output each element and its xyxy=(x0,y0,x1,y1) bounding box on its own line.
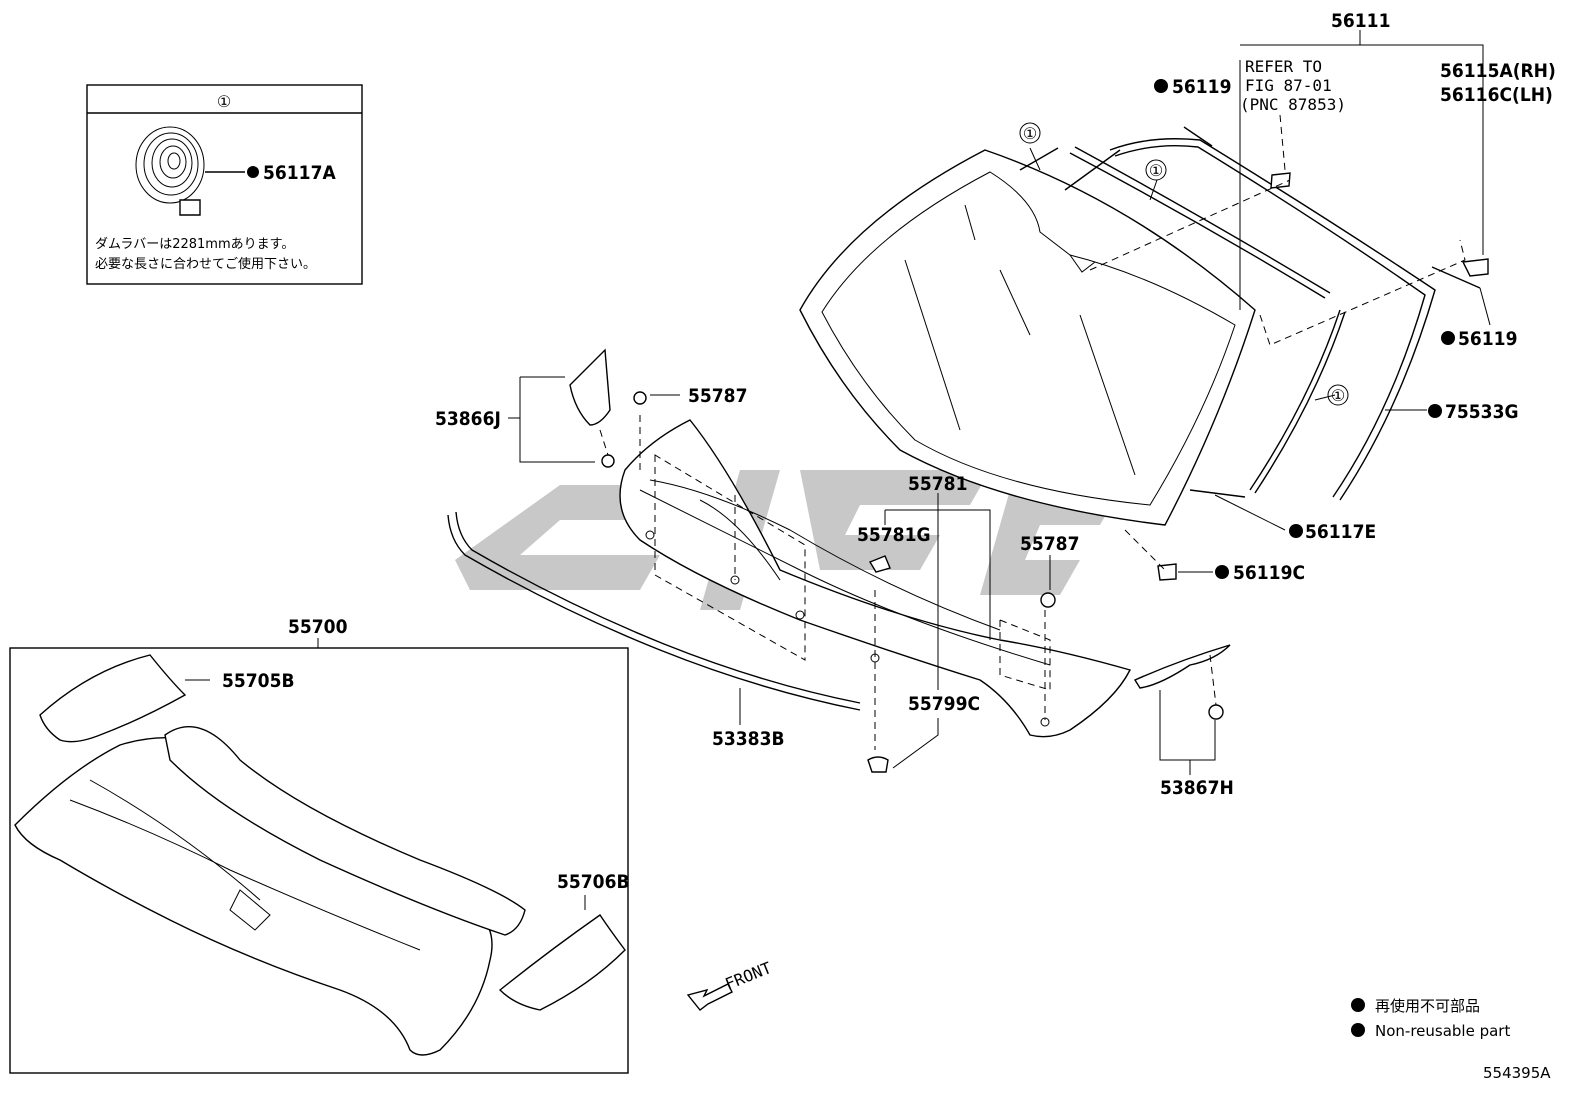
clip-icon xyxy=(868,555,891,573)
legend-en: Non-reusable part xyxy=(1375,1022,1510,1040)
label-53866J: 53866J xyxy=(435,408,501,430)
inset-header: ① xyxy=(217,92,231,111)
label-55781: 55781 xyxy=(908,473,967,495)
circle-1-c: ① xyxy=(1331,386,1345,405)
cowl-seal-53383B xyxy=(447,511,861,711)
inset-note-line2: 必要な長さに合わせてご使用下さい。 xyxy=(95,256,316,272)
clip-icon xyxy=(1040,592,1056,608)
refer-to-line1: REFER TO xyxy=(1245,57,1322,76)
label-56119C: 56119C xyxy=(1233,562,1305,584)
non-reusable-dots xyxy=(1154,79,1455,579)
clip-icon xyxy=(633,391,647,405)
label-75533G: 75533G xyxy=(1445,401,1519,423)
panel-box-55700 xyxy=(9,638,629,1074)
label-56117A: 56117A xyxy=(263,162,336,184)
clip-icon xyxy=(867,756,889,773)
windshield-moldings xyxy=(1019,126,1489,581)
legend: 再使用不可部品 Non-reusable part xyxy=(1351,997,1510,1040)
bracket-53866J xyxy=(569,348,615,468)
label-55781G: 55781G xyxy=(857,524,931,546)
label-55706B: 55706B xyxy=(557,871,630,893)
label-55787-a: 55787 xyxy=(688,385,747,407)
refer-to-line3: (PNC 87853) xyxy=(1240,95,1346,114)
circle-1-b: ① xyxy=(1149,161,1163,180)
cowl-top-panel xyxy=(619,419,1132,738)
label-56115A-RH: 56115A(RH) xyxy=(1440,60,1556,82)
figure-id: 554395A xyxy=(1483,1064,1551,1082)
label-55799C: 55799C xyxy=(908,693,980,715)
label-56119-right: 56119 xyxy=(1458,328,1517,350)
label-55787-b: 55787 xyxy=(1020,533,1079,555)
inset-box: ① 56117A ダムラバーは2281mmあります。 必要な長さに合わせてご使用… xyxy=(86,84,363,285)
part-labels: 56111 REFER TO FIG 87-01 (PNC 87853) 561… xyxy=(222,10,1556,893)
label-53383B: 53383B xyxy=(712,728,785,750)
label-56116C-LH: 56116C(LH) xyxy=(1440,84,1553,106)
front-arrow-icon: FRONT xyxy=(686,958,774,1011)
circle-1-a: ① xyxy=(1023,124,1037,143)
windshield-glass xyxy=(799,149,1256,526)
dam-rubber-roll-icon xyxy=(135,126,205,216)
front-label: FRONT xyxy=(722,958,774,994)
leader-lines xyxy=(185,147,1491,910)
circle-1-markers: ① ① ① xyxy=(1019,122,1349,406)
legend-jp: 再使用不可部品 xyxy=(1375,997,1480,1015)
label-55700: 55700 xyxy=(288,616,348,638)
refer-to-line2: FIG 87-01 xyxy=(1245,76,1332,95)
label-53867H: 53867H xyxy=(1160,777,1234,799)
inset-note-line1: ダムラバーは2281mmあります。 xyxy=(95,237,294,252)
label-56119-top: 56119 xyxy=(1172,76,1231,98)
label-56111: 56111 xyxy=(1331,10,1390,32)
label-56117E: 56117E xyxy=(1305,521,1376,543)
bracket-53867H xyxy=(1133,644,1231,720)
label-55705B: 55705B xyxy=(222,670,295,692)
